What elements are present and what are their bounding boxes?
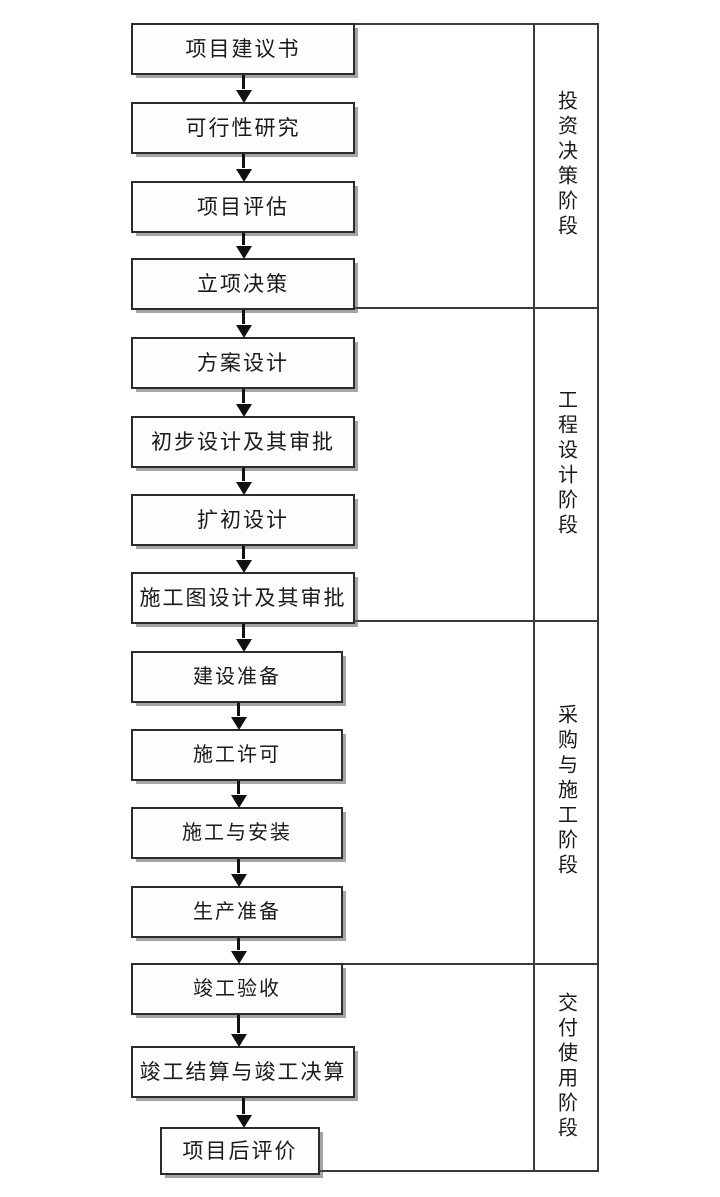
phase-label-engineering-design: 工程设计阶段 <box>554 388 577 539</box>
phase-divider-right <box>597 23 599 1172</box>
node-completion-acceptance[interactable]: 竣工验收 <box>131 963 343 1015</box>
node-post-project-evaluation[interactable]: 项目后评价 <box>160 1127 320 1175</box>
node-scheme-design[interactable]: 方案设计 <box>131 337 355 389</box>
phase-label-handover-use: 交付使用阶段 <box>554 991 577 1142</box>
node-approval-decision[interactable]: 立项决策 <box>131 258 355 310</box>
node-construction-installation[interactable]: 施工与安装 <box>131 807 343 859</box>
node-extended-preliminary-design[interactable]: 扩初设计 <box>131 494 355 546</box>
node-construction-drawing-approval[interactable]: 施工图设计及其审批 <box>131 572 355 624</box>
node-project-proposal[interactable]: 项目建议书 <box>131 23 355 75</box>
node-project-appraisal[interactable]: 项目评估 <box>131 181 355 233</box>
node-production-preparation[interactable]: 生产准备 <box>131 886 343 938</box>
phase-rule-1-2 <box>131 307 598 309</box>
phase-label-procurement-construction: 采购与施工阶段 <box>554 704 577 879</box>
node-feasibility-study[interactable]: 可行性研究 <box>131 102 355 154</box>
node-final-settlement-accounts[interactable]: 竣工结算与竣工决算 <box>131 1046 355 1098</box>
phase-label-investment-decision: 投资决策阶段 <box>554 90 577 240</box>
node-construction-preparation[interactable]: 建设准备 <box>131 651 343 703</box>
phase-divider-left <box>533 23 535 1172</box>
phase-rule-bottom <box>320 1170 598 1172</box>
node-preliminary-design-approval[interactable]: 初步设计及其审批 <box>131 416 355 468</box>
phase-rule-3-4 <box>131 963 598 965</box>
node-construction-permit[interactable]: 施工许可 <box>131 729 343 781</box>
phase-rule-2-3 <box>131 620 598 622</box>
phase-rule-top <box>131 23 598 25</box>
